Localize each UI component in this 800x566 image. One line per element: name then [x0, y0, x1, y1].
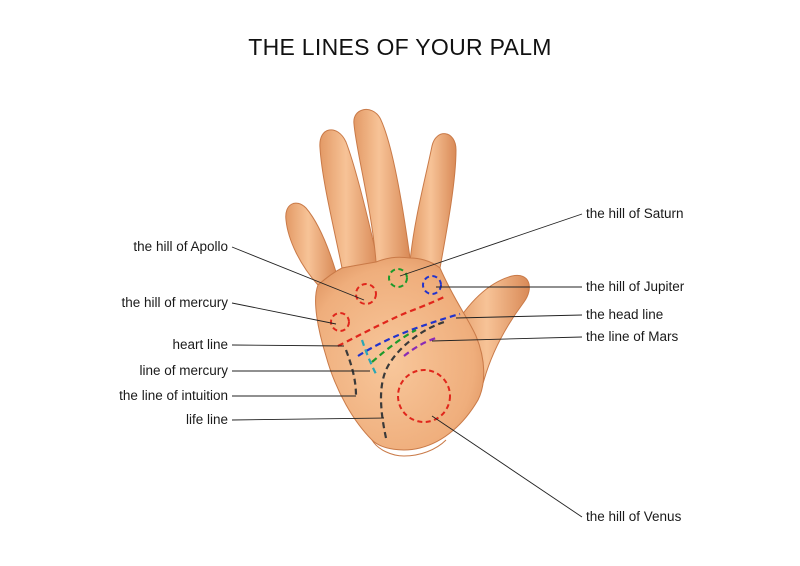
label-head-line: the head line	[586, 307, 664, 322]
heart-line-path	[337, 295, 447, 347]
label-line-of-mercury: line of mercury	[139, 363, 228, 378]
label-line-of-mars: the line of Mars	[586, 329, 679, 344]
middle-finger	[353, 109, 411, 263]
label-hill-of-apollo: the hill of Apollo	[133, 239, 228, 254]
label-hill-of-venus: the hill of Venus	[586, 509, 682, 524]
leader-heart-line	[231, 344, 345, 347]
hill-of-jupiter-circle	[422, 275, 442, 295]
leader-lines	[231, 213, 583, 518]
ring-finger	[319, 129, 379, 269]
wrist	[371, 439, 447, 457]
leader-line-of-mars	[431, 336, 583, 342]
label-line-of-intuition: the line of intuition	[119, 388, 228, 403]
life-line-path	[379, 320, 445, 439]
label-heart-line: heart line	[172, 337, 228, 352]
fingers	[285, 109, 457, 286]
palm	[315, 256, 485, 451]
line-of-mercury-path	[360, 339, 377, 375]
leader-hill-of-apollo	[231, 246, 365, 301]
label-hill-of-saturn: the hill of Saturn	[586, 206, 684, 221]
label-hill-of-mercury: the hill of mercury	[121, 295, 228, 310]
line-of-mars-path	[403, 336, 437, 357]
leader-head-line	[455, 314, 583, 319]
hill-of-apollo-circle	[355, 283, 377, 305]
label-hill-of-jupiter: the hill of Jupiter	[586, 279, 685, 294]
hill-of-mercury-circle	[330, 312, 350, 332]
leader-hill-of-mercury	[231, 302, 337, 325]
hill-of-venus-circle	[397, 369, 451, 423]
hills	[330, 268, 451, 423]
green-line-path	[371, 329, 417, 363]
palm-lines	[337, 295, 461, 439]
hill-of-saturn-circle	[388, 268, 408, 288]
line-of-intuition-path	[344, 349, 358, 397]
diagram-title: THE LINES OF YOUR PALM	[248, 34, 552, 60]
leader-hill-of-venus	[431, 415, 583, 518]
leader-life-line	[231, 417, 385, 421]
index-finger	[409, 133, 457, 269]
little-finger	[285, 202, 337, 286]
leader-hill-of-saturn	[399, 213, 583, 277]
label-life-line: life line	[185, 412, 228, 427]
head-line-path	[357, 312, 461, 357]
